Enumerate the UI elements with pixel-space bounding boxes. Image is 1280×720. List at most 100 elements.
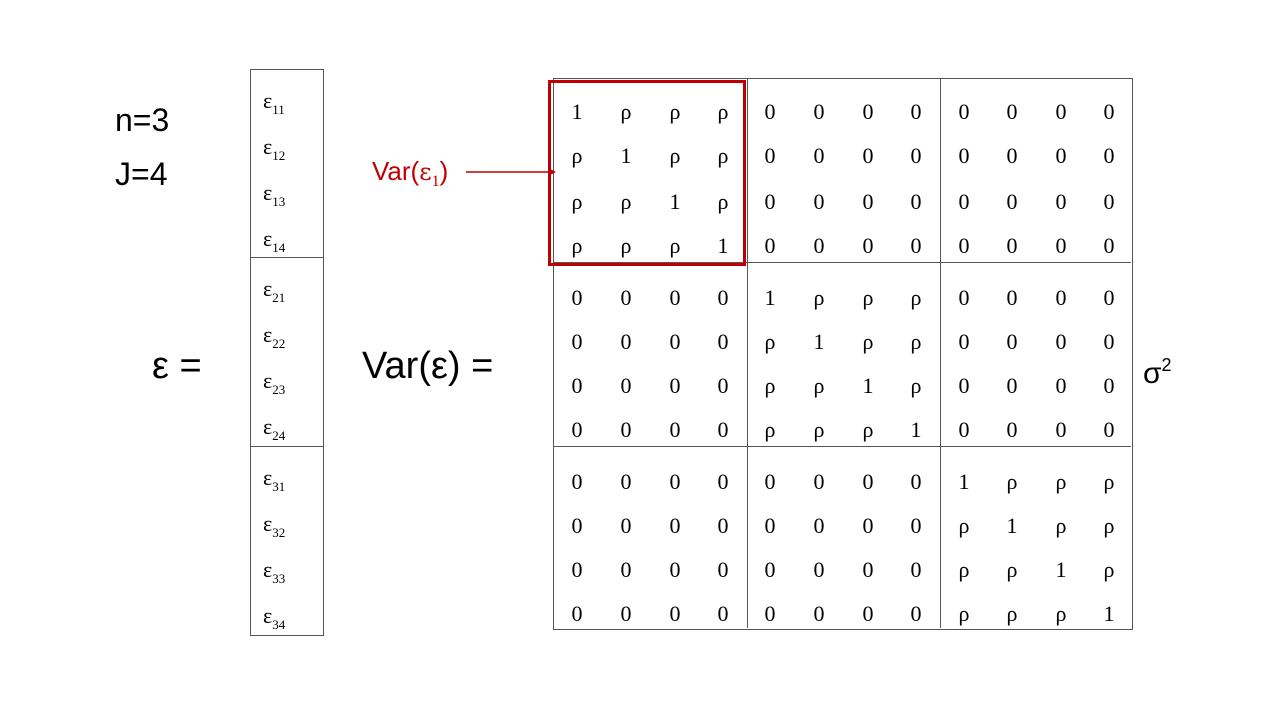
- matrix-block-1-3: [940, 79, 1131, 262]
- matrix-cell: 0: [813, 189, 825, 214]
- matrix-block-2-2: [747, 262, 940, 446]
- matrix-cell: 0: [571, 373, 583, 398]
- matrix-cell: 0: [1055, 143, 1067, 168]
- matrix-cell: 0: [717, 557, 729, 582]
- matrix-cell: ρ: [620, 189, 632, 214]
- matrix-cell: 0: [958, 285, 970, 310]
- matrix-cell: ρ: [1055, 469, 1067, 494]
- matrix-cell: 0: [813, 233, 825, 258]
- matrix-cell: 0: [813, 99, 825, 124]
- matrix-cell: 0: [764, 513, 776, 538]
- matrix-cell: 0: [764, 233, 776, 258]
- matrix-cell: 1: [958, 469, 970, 494]
- matrix-cell: 0: [1055, 189, 1067, 214]
- matrix-cell: 0: [1103, 373, 1115, 398]
- matrix-cell: 0: [1006, 233, 1018, 258]
- matrix-cell: ρ: [669, 143, 681, 168]
- epsilon-subscript: 12: [272, 148, 286, 163]
- matrix-cell: 0: [910, 233, 922, 258]
- matrix-cell: ρ: [717, 143, 729, 168]
- matrix-cell: 0: [620, 469, 632, 494]
- matrix-cell: 0: [669, 285, 681, 310]
- matrix-cell: 0: [717, 601, 729, 626]
- epsilon-symbol: ε: [263, 414, 273, 439]
- matrix-cell: ρ: [669, 99, 681, 124]
- epsilon-symbol: ε: [263, 322, 273, 347]
- matrix-cell: 0: [958, 143, 970, 168]
- matrix-block-2-1: [554, 262, 747, 446]
- matrix-cell: ρ: [620, 99, 632, 124]
- epsilon-subscript: 33: [272, 571, 286, 586]
- epsilon-entry: ε31: [263, 467, 285, 498]
- matrix-cell: ρ: [813, 373, 825, 398]
- epsilon-symbol: ε: [263, 276, 273, 301]
- matrix-cell: 0: [1006, 143, 1018, 168]
- matrix-cell: ρ: [764, 329, 776, 354]
- epsilon-entry: ε21: [263, 278, 285, 309]
- matrix-cell: 0: [1006, 373, 1018, 398]
- matrix-cell: ρ: [571, 143, 583, 168]
- epsilon-entry: ε11: [263, 90, 285, 121]
- epsilon-entry: ε13: [263, 182, 285, 213]
- matrix-cell: 0: [620, 373, 632, 398]
- matrix-cell: ρ: [1006, 557, 1018, 582]
- matrix-cell: 0: [620, 513, 632, 538]
- matrix-cell: 0: [620, 285, 632, 310]
- matrix-cell: 0: [764, 99, 776, 124]
- matrix-cell: 1: [1055, 557, 1067, 582]
- matrix-cell: 0: [669, 373, 681, 398]
- matrix-cell: 0: [1103, 285, 1115, 310]
- matrix-cell: ρ: [813, 417, 825, 442]
- matrix-cell: 0: [1103, 233, 1115, 258]
- matrix-cell: 0: [813, 557, 825, 582]
- matrix-cell: ρ: [764, 417, 776, 442]
- matrix-cell: ρ: [717, 189, 729, 214]
- variance-label: Var(ε) =: [362, 345, 494, 387]
- matrix-cell: ρ: [910, 329, 922, 354]
- callout-epsilon: ε: [419, 158, 432, 186]
- matrix-cell: ρ: [1055, 601, 1067, 626]
- epsilon-subscript: 11: [272, 102, 285, 117]
- matrix-cell: 0: [862, 601, 874, 626]
- matrix-cell: 0: [910, 189, 922, 214]
- epsilon-symbol: ε: [263, 603, 273, 628]
- matrix-cell: ρ: [1055, 513, 1067, 538]
- j-param: J=4: [115, 156, 168, 192]
- matrix-block-3-1: [554, 446, 747, 628]
- matrix-cell: 0: [862, 189, 874, 214]
- matrix-cell: 0: [669, 513, 681, 538]
- matrix-cell: ρ: [1103, 469, 1115, 494]
- matrix-cell: 0: [1055, 417, 1067, 442]
- epsilon-entry: ε12: [263, 136, 285, 167]
- sigma-squared: σ2: [1143, 350, 1172, 389]
- matrix-cell: 1: [764, 285, 776, 310]
- matrix-cell: 0: [669, 417, 681, 442]
- matrix-cell: 0: [717, 285, 729, 310]
- matrix-cell: 0: [571, 417, 583, 442]
- matrix-cell: 0: [669, 601, 681, 626]
- epsilon-entry: ε23: [263, 370, 285, 401]
- epsilon-subscript: 21: [272, 290, 286, 305]
- matrix-cell: ρ: [813, 285, 825, 310]
- matrix-cell: 0: [620, 329, 632, 354]
- matrix-cell: 0: [910, 143, 922, 168]
- epsilon-symbol: ε: [263, 226, 273, 251]
- matrix-block-2-3: [940, 262, 1131, 446]
- matrix-cell: 0: [813, 601, 825, 626]
- matrix-cell: 0: [717, 373, 729, 398]
- matrix-cell: 1: [669, 189, 681, 214]
- var-eps1-highlight-box: [548, 80, 746, 266]
- epsilon-entry: ε22: [263, 324, 285, 355]
- matrix-cell: 0: [862, 469, 874, 494]
- matrix-block-3-2: [747, 446, 940, 628]
- matrix-cell: ρ: [620, 233, 632, 258]
- matrix-cell: 0: [1103, 329, 1115, 354]
- matrix-cell: ρ: [862, 285, 874, 310]
- epsilon-entry: ε32: [263, 513, 285, 544]
- matrix-cell: 1: [813, 329, 825, 354]
- epsilon-symbol: ε: [263, 134, 273, 159]
- matrix-cell: 0: [1103, 99, 1115, 124]
- matrix-cell: 0: [669, 557, 681, 582]
